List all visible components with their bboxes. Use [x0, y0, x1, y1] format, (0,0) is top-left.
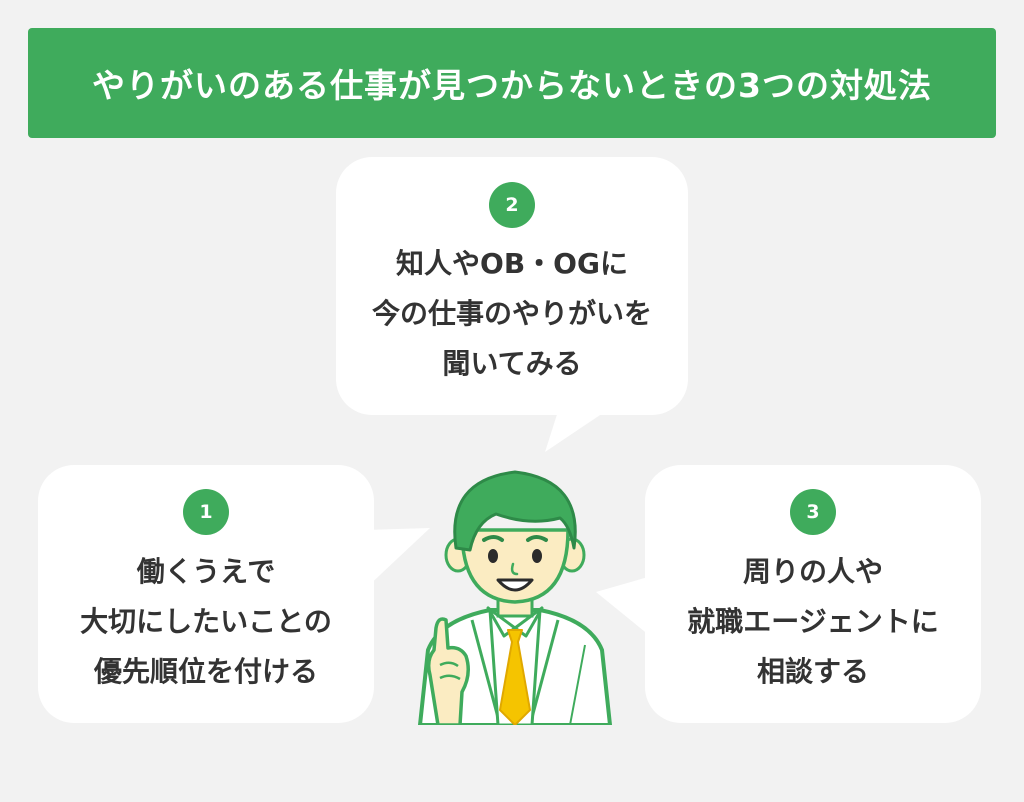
- tip-1-line-3: 優先順位を付ける: [93, 655, 318, 688]
- tip-1-line-1: 働くうえで: [136, 555, 276, 588]
- tip-bubble-1: 1 働くうえで 大切にしたいことの 優先順位を付ける: [38, 465, 374, 723]
- tip-text-2: 知人やOB・OGに 今の仕事のやりがいを 聞いてみる: [336, 239, 688, 389]
- tip-text-1: 働くうえで 大切にしたいことの 優先順位を付ける: [38, 547, 374, 697]
- tip-bubble-3: 3 周りの人や 就職エージェントに 相談する: [645, 465, 981, 723]
- tip-2-line-3: 聞いてみる: [442, 347, 582, 380]
- tip-bubble-2: 2 知人やOB・OGに 今の仕事のやりがいを 聞いてみる: [336, 157, 688, 415]
- number-badge-3: 3: [790, 489, 836, 535]
- character-man-pointing-icon: [418, 470, 612, 725]
- number-badge-2: 2: [489, 182, 535, 228]
- title-banner: やりがいのある仕事が見つからないときの3つの対処法: [28, 28, 996, 138]
- tip-3-line-1: 周りの人や: [742, 555, 883, 588]
- tip-3-line-2: 就職エージェントに: [687, 605, 939, 638]
- tip-1-line-2: 大切にしたいことの: [80, 605, 332, 638]
- tip-2-line-2: 今の仕事のやりがいを: [371, 297, 652, 330]
- tip-text-3: 周りの人や 就職エージェントに 相談する: [645, 547, 981, 697]
- tip-3-line-3: 相談する: [756, 655, 869, 688]
- page-title: やりがいのある仕事が見つからないときの3つの対処法: [92, 66, 932, 105]
- tip-2-line-1: 知人やOB・OGに: [396, 247, 628, 280]
- number-badge-1: 1: [183, 489, 229, 535]
